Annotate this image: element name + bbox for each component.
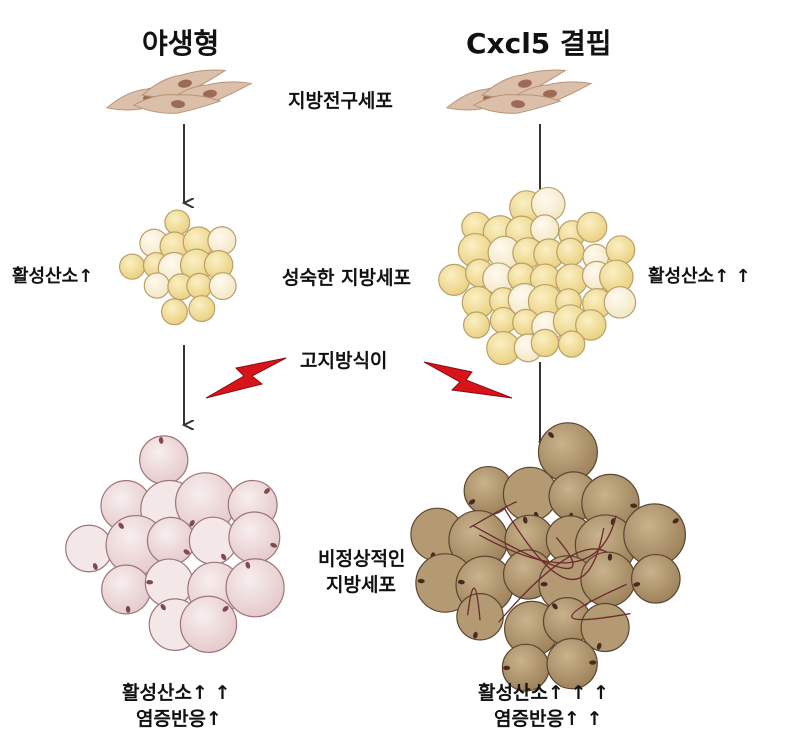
label-bottom-left-ros: 활성산소↑ ↑ [122, 682, 231, 704]
label-bottom-left-inflammation: 염증반응↑ [136, 708, 222, 730]
label-preadipocyte: 지방전구세포 [288, 90, 393, 112]
label-ros-left-mature: 활성산소↑ [12, 266, 94, 287]
label-bottom-right-inflammation: 염증반응↑ ↑ [494, 708, 603, 730]
abnormal-adipocyte-cluster-right [410, 422, 687, 692]
preadipocyte-cells-right [445, 69, 593, 114]
label-ros-right-mature: 활성산소↑ ↑ [648, 266, 751, 287]
header-wild-type: 야생형 [142, 27, 220, 60]
lightning-bolt-right [423, 361, 513, 399]
lightning-bolt-left [205, 357, 287, 399]
mature-adipocyte-cluster-right [438, 186, 637, 366]
mature-adipocyte-cluster-left [118, 209, 237, 326]
header-cxcl5-deficient: Cxcl5 결핍 [466, 27, 612, 60]
label-bottom-right-ros: 활성산소↑ ↑ ↑ [478, 682, 609, 704]
label-abnormal-line2: 지방세포 [326, 574, 396, 596]
abnormal-adipocyte-cluster-left [65, 435, 285, 654]
label-high-fat-diet: 고지방식이 [300, 350, 388, 372]
label-abnormal-line1: 비정상적인 [318, 548, 406, 570]
preadipocyte-cells-left [105, 69, 253, 114]
label-mature-adipocyte: 성숙한 지방세포 [282, 267, 411, 289]
